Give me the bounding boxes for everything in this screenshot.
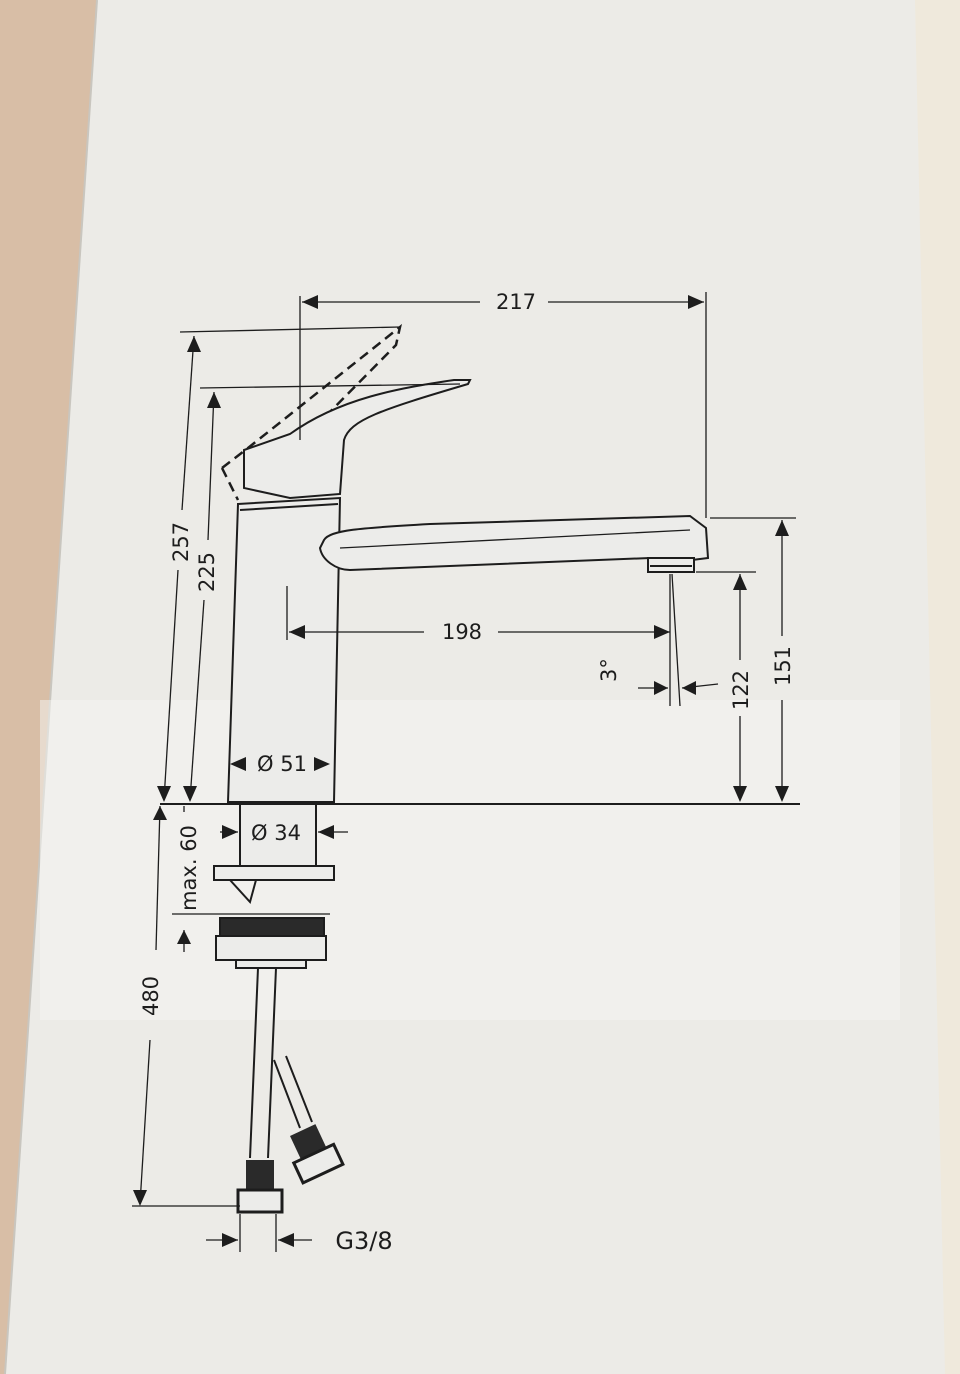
arrow-d34-right [318,825,334,839]
arrow-151-bottom [775,786,789,802]
arrow-g38-left [222,1233,238,1247]
arrow-257-bottom [157,786,171,802]
arrow-g38-right [278,1233,294,1247]
hose-nut-bent [291,1142,345,1185]
hose-bent [273,1055,313,1129]
mounting-base-lower [235,959,307,969]
faucet-drawing [160,323,800,1214]
extension-225-top [199,383,461,389]
label-hose-length: 480 [139,976,163,1016]
arrow-217-right [688,295,704,309]
mounting-base [215,935,327,961]
label-connection-thread: G3/8 [335,1227,392,1255]
lever [243,379,472,500]
box-panel [5,0,945,1374]
arrow-151-top [775,520,789,536]
arrow-257-top [187,336,201,352]
label-total-width: 217 [496,290,536,314]
dimension-labels: 217 198 257 225 122 151 3° Ø 51 Ø 34 max… [139,290,795,1255]
arrow-d51-left [230,757,246,771]
arrow-angle-left [654,681,668,695]
label-max-counter-thickness: max. 60 [177,825,201,911]
dimline-225-a [207,391,215,541]
arrow-max60-bottom [177,930,191,944]
arrow-217-left [302,295,318,309]
arrow-d51-right [314,757,330,771]
arrow-d34-left [222,825,238,839]
arrow-480-bottom [133,1190,147,1206]
lever-raised-outline-2 [220,467,240,501]
dimline-480-b [139,1039,151,1205]
label-spout-total-height: 151 [771,646,795,686]
dimline-257-b [163,569,179,801]
label-total-height: 257 [169,522,193,562]
spout [318,514,710,572]
label-spout-clearance: 122 [729,670,753,710]
arrow-198-right [654,625,670,639]
mounting-clip [229,879,257,905]
box-fold-line [4,0,98,1374]
arrow-122-top [733,574,747,590]
arrow-225-top [207,392,221,408]
dimline-225-b [189,599,205,801]
hose-straight [249,967,277,1159]
body-joint [239,503,339,511]
glare [40,700,900,1020]
dimension-lines [132,292,796,1252]
arrow-angle-right [682,681,696,695]
label-spout-angle: 3° [597,658,621,682]
label-shank-diameter: Ø 34 [251,821,301,845]
spout-inner-edge [339,529,691,549]
angle-line-b [671,573,681,707]
label-body-diameter: Ø 51 [257,752,307,776]
arrow-122-bottom [733,786,747,802]
extension-257-top [179,326,401,333]
faucet-body [226,496,342,803]
dimline-257-a [181,335,195,511]
arrow-198-left [289,625,305,639]
label-spout-reach: 198 [442,620,482,644]
dimline-480-a [155,805,161,951]
mounting-plate [213,865,335,881]
mounting-nut [219,917,325,937]
label-body-height: 225 [195,552,219,592]
arrow-225-bottom [183,786,197,802]
hose-fitting-straight [246,1160,274,1190]
hose-nut-straight [236,1188,284,1214]
